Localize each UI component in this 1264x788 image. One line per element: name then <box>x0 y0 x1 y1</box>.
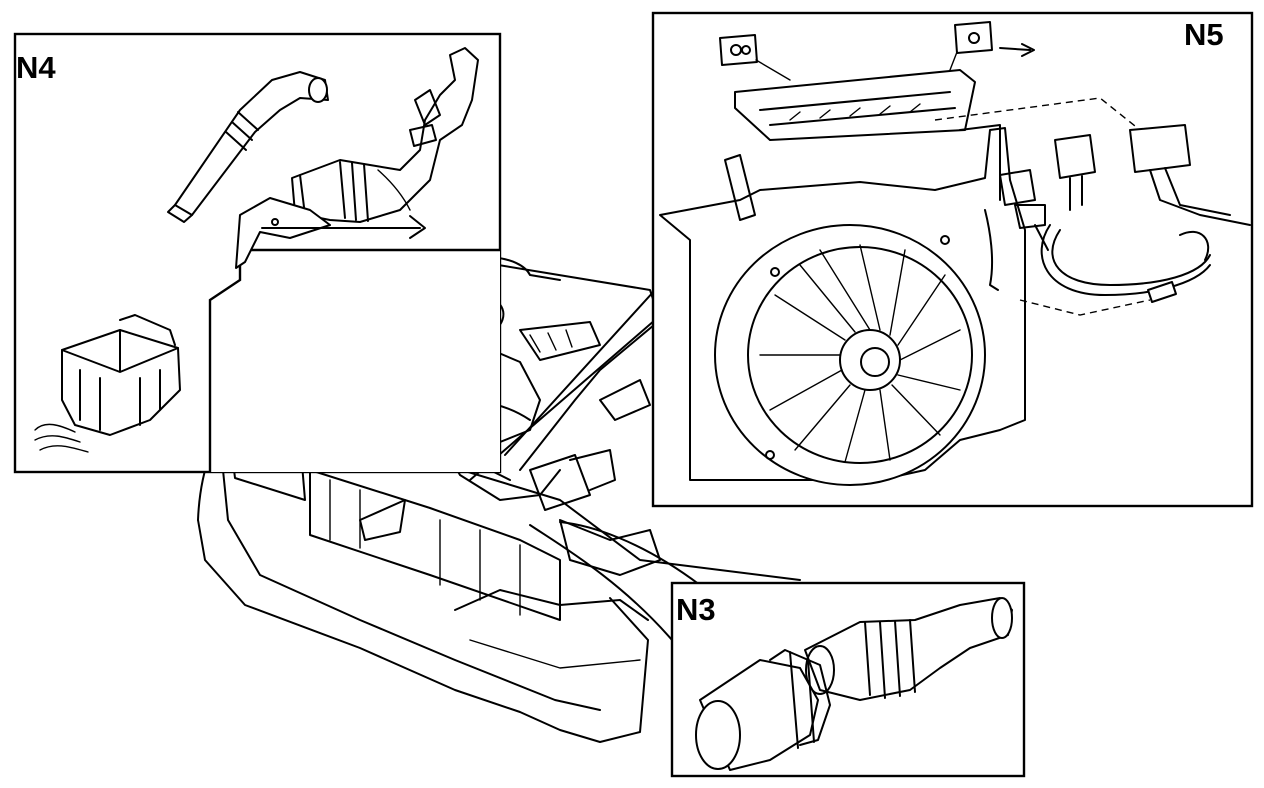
control-unit-part <box>34 314 181 453</box>
fan-top-bracket-part <box>719 21 1035 141</box>
air-intake-hose-part <box>167 71 329 223</box>
air-duct-part <box>695 597 1013 771</box>
panel-n4: N4 <box>13 32 502 474</box>
panel-label-n4: N4 <box>16 50 56 85</box>
panel-n5: N5 <box>651 11 1254 508</box>
cooling-fan-part <box>714 224 986 486</box>
panel-label-n5: N5 <box>1184 17 1224 52</box>
fan-wiring-harness-part <box>934 97 1251 316</box>
mounting-bracket-part <box>235 197 426 269</box>
panel-n3: N3 <box>670 581 1026 778</box>
panel-label-n3: N3 <box>676 592 716 627</box>
